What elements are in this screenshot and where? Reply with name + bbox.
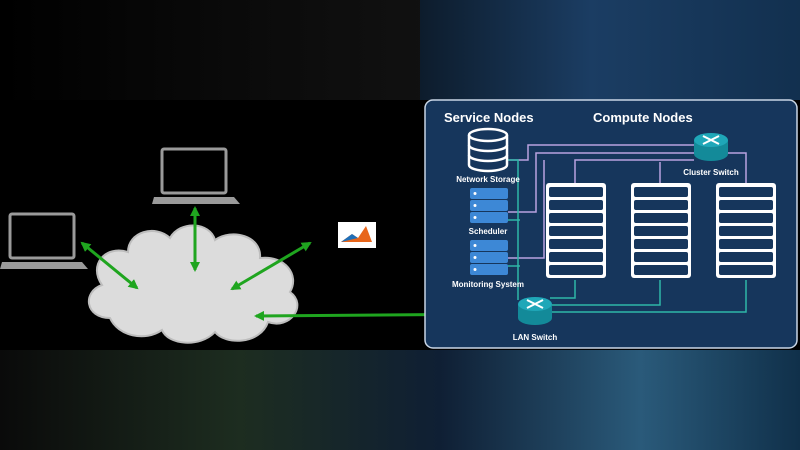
background-top-right [420,0,800,100]
server-rack-icon [716,183,776,278]
server-rack-icon [631,183,691,278]
cluster-switch-label: Cluster Switch [683,168,739,177]
background-top-left [0,0,430,100]
lan-switch-label: LAN Switch [513,333,558,342]
server-rack-icon [470,188,508,223]
monitoring-system-label: Monitoring System [452,280,524,289]
server-rack-icon [470,240,508,275]
server-rack-icon [546,183,606,278]
network-storage-label: Network Storage [456,175,520,184]
network-switch-icon [518,297,552,325]
background-bottom [0,350,800,450]
scheduler-label: Scheduler [469,227,508,236]
matlab-logo-icon [338,222,376,248]
laptop-icon [152,147,240,204]
database-icon [467,127,509,173]
cluster-links [508,144,747,313]
network-switch-icon [694,133,728,161]
service-nodes-heading: Service Nodes [444,110,534,125]
arrow-cloud-matlab [230,241,312,291]
laptop-icon [0,212,88,269]
cloud-icon [87,224,299,344]
compute-nodes-heading: Compute Nodes [593,110,693,125]
arrow-laptop-cloud [80,241,139,290]
